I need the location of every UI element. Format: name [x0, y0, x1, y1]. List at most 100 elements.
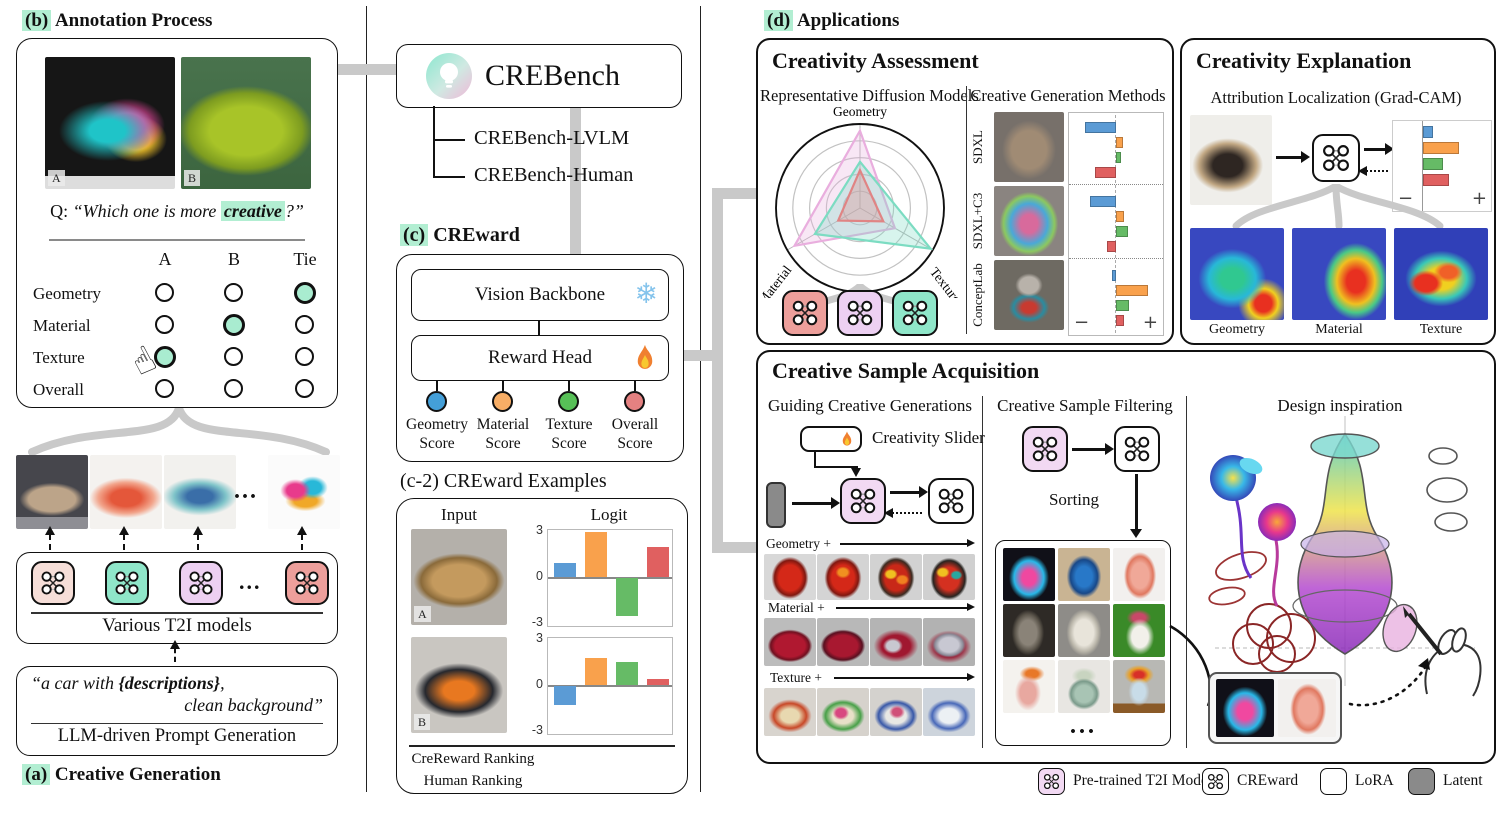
generated-car-2: [90, 455, 162, 529]
example-b-tag: B: [414, 714, 431, 730]
creward-icon-filtering: [1114, 426, 1160, 472]
column-divider-right: [700, 6, 702, 792]
radio-overall-b[interactable]: [224, 379, 243, 398]
logit-chart-b: [547, 637, 673, 735]
radio-texture-a[interactable]: [153, 345, 176, 368]
score-node-overall: [624, 391, 645, 412]
legend-label-latent: Latent: [1443, 772, 1483, 789]
t2i-model-icon-1: [31, 561, 75, 605]
image-a-tag: A: [48, 170, 65, 186]
dotted-arrow-chart-to-creward: [1358, 166, 1388, 177]
row-label-texture-plus: Texture +: [770, 670, 823, 685]
panel-c2-title: CREward Examples: [443, 470, 607, 492]
handbag-image: [1190, 115, 1272, 205]
inspiration-image-2: [1278, 679, 1336, 737]
score-node-texture: [558, 391, 579, 412]
creward-examples-box: Input Logit A 3 0 -3 B 3 0 -3 CreReward …: [396, 498, 688, 794]
radio-geometry-tie[interactable]: [293, 281, 316, 304]
question-divider: [49, 239, 305, 241]
question-close: ?”: [284, 201, 304, 221]
t2i-model-icon-2: [105, 561, 149, 605]
dashed-arrow-model-4: [296, 526, 307, 550]
ellipsis-cars: ...: [234, 478, 258, 504]
panel-c2-tag: (c-2): [400, 470, 439, 492]
method-bar-sdxl-geometry: [1084, 122, 1116, 133]
t2i-icon-filtering: [1022, 426, 1068, 472]
logit-bar-geometry: [554, 686, 576, 705]
method-label-sdxl-c3: SDXL+C3: [970, 192, 986, 250]
panel-d-title: Applications: [796, 10, 900, 31]
radio-overall-a[interactable]: [155, 379, 174, 398]
assessment-title: Creativity Assessment: [772, 48, 979, 73]
panel-b-tag: (b): [22, 10, 52, 31]
image-vase-7: [1003, 660, 1055, 713]
sample-image-a: A: [45, 57, 175, 189]
logit-bar-overall: [647, 547, 669, 577]
image-handbag-1: [764, 618, 816, 666]
tick-a-zero: 0: [536, 569, 543, 583]
annotation-question: Q: “Which one is more creative?”: [17, 201, 337, 222]
image-teapot-1: [764, 688, 816, 736]
radio-geometry-a[interactable]: [155, 283, 174, 302]
gradcam-bar-overall: [1423, 174, 1450, 186]
image-vase-1: [1003, 548, 1055, 601]
methods-zero-line: [1115, 115, 1116, 333]
image-handbag-3: [870, 618, 922, 666]
radio-material-a[interactable]: [155, 315, 174, 334]
methods-chart: − +: [1068, 112, 1164, 336]
slider-elbow-h: [814, 466, 858, 469]
radar-model-icon-red: [782, 290, 828, 336]
method-bar-conceptlab-material: [1116, 285, 1148, 296]
logit-header: Logit: [590, 505, 628, 524]
image-teapot-3: [870, 688, 922, 736]
creativity-slider-box: [800, 426, 862, 452]
radio-material-tie[interactable]: [295, 315, 314, 334]
assessment-divider: [966, 86, 968, 334]
prompt-pre: “a car with: [31, 673, 119, 693]
image-vase-6: [1113, 604, 1165, 657]
tick-a-top: 3: [536, 523, 543, 537]
logit-bar-texture: [616, 578, 638, 616]
row-label-texture: Texture: [33, 348, 85, 367]
method-bar-sdxl-material: [1116, 137, 1123, 148]
logit-bar-geometry: [554, 562, 576, 577]
row-label-material: Material: [33, 316, 91, 335]
brace-annotation-to-images: [28, 404, 330, 456]
connector-to-acquisition: [712, 542, 758, 553]
panel-d-heading: (d) Applications: [764, 10, 899, 32]
arrow-t2i-to-creward-filtering: [1072, 443, 1114, 455]
gradcam-zero-line: [1422, 121, 1423, 211]
creativity-slider-label: Creativity Slider: [872, 428, 985, 447]
row-label-geometry: Geometry: [33, 284, 101, 303]
gradcam-chart: − +: [1392, 120, 1492, 212]
methods-plus-label: +: [1142, 312, 1158, 333]
variant-human: CREBench-Human: [474, 164, 634, 186]
panel-a-tag: (a): [22, 764, 51, 785]
crebench-tree-trunk: [433, 106, 435, 178]
image-vase-4: [1003, 604, 1055, 657]
radio-overall-tie[interactable]: [295, 379, 314, 398]
explanation-title: Creativity Explanation: [1196, 48, 1412, 73]
image-vase-3: [1113, 548, 1165, 601]
logit-bar-material: [585, 658, 607, 685]
prompt-post: ,: [220, 673, 225, 693]
radio-texture-b[interactable]: [224, 347, 243, 366]
radio-texture-tie[interactable]: [295, 347, 314, 366]
generated-car-4: [268, 455, 340, 529]
row-arrow-material: [836, 603, 975, 611]
radio-geometry-b[interactable]: [224, 283, 243, 302]
radio-material-b[interactable]: [222, 313, 245, 336]
method-bar-sdxl-texture: [1116, 152, 1122, 163]
method-image-sdxl: [994, 112, 1064, 182]
t2i-icon-guiding: [840, 478, 886, 524]
filtering-label: Creative Sample Filtering: [997, 396, 1173, 415]
prompt-divider: [31, 723, 323, 725]
design-sketch-illustration: [1208, 416, 1482, 697]
arrow-creward-to-chart: [1364, 143, 1394, 155]
generated-car-1: [16, 455, 88, 529]
legend-label-t2i: Pre-trained T2I Model: [1073, 772, 1213, 789]
